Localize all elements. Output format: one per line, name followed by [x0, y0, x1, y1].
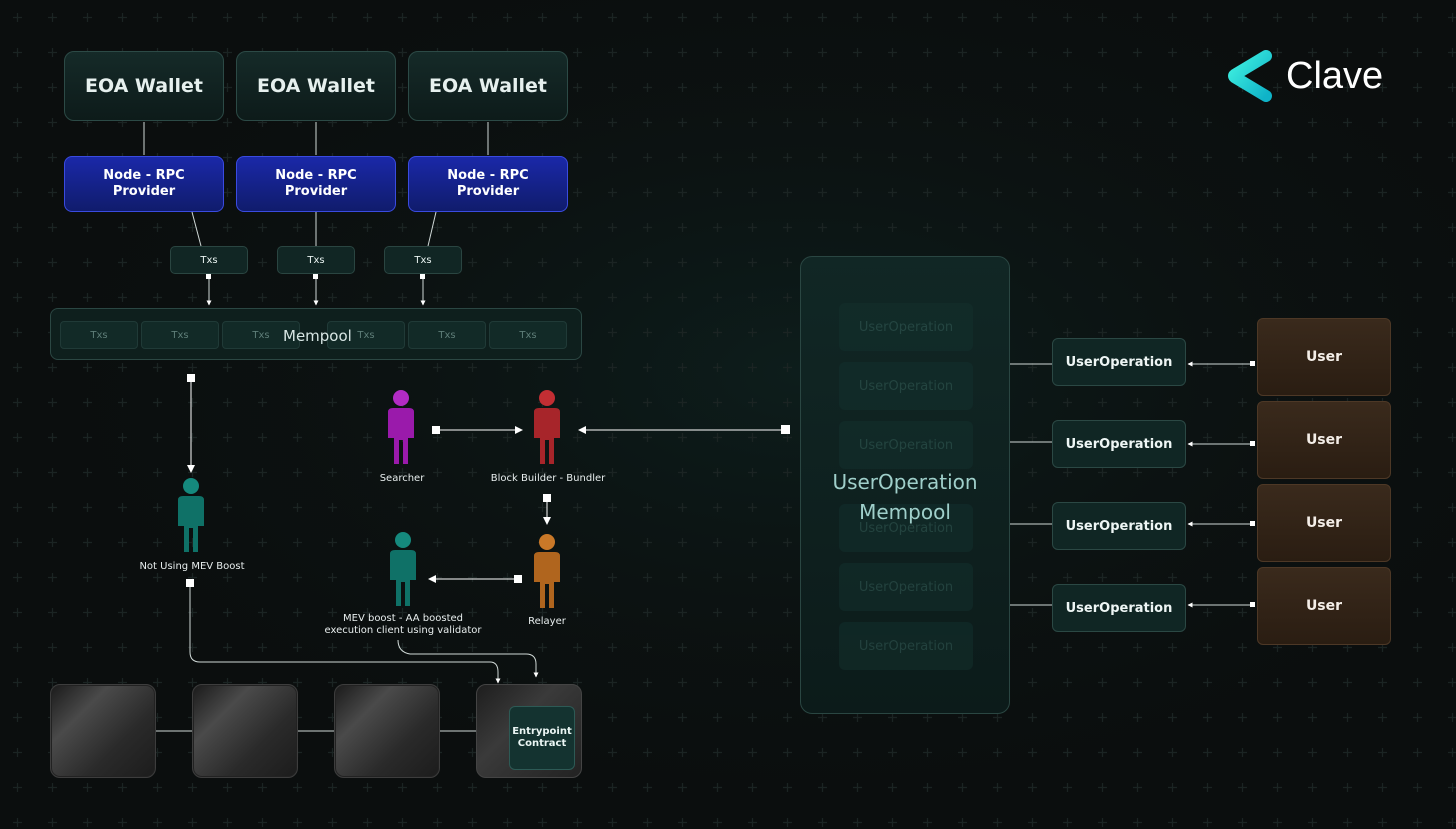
chain-block-entrypoint[interactable]: Entrypoint Contract	[476, 684, 582, 778]
userop-mempool-title: UserOperation Mempool	[832, 470, 978, 524]
searcher-label: Searcher	[379, 473, 425, 484]
not-mev-boost-label: Not Using MEV Boost	[139, 561, 245, 572]
mempool[interactable]: Txs Txs Txs Txs Txs Txs Mempool	[50, 308, 582, 360]
mempool-label: Mempool	[283, 327, 352, 345]
eoa-wallet-1[interactable]: EOA Wallet	[64, 51, 224, 121]
user-2[interactable]: User	[1257, 401, 1391, 479]
mempool-tx: Txs	[60, 321, 138, 349]
txs-box-1[interactable]: Txs	[170, 246, 248, 274]
mempool-tx: Txs	[222, 321, 300, 349]
entrypoint-contract[interactable]: Entrypoint Contract	[509, 706, 575, 770]
searcher-person-icon[interactable]	[384, 388, 418, 464]
txs-box-2[interactable]: Txs	[277, 246, 355, 274]
userop-faded: UserOperation	[839, 421, 973, 469]
mev-boost-person-icon[interactable]	[386, 530, 420, 606]
clave-chevron-logo-icon	[1228, 50, 1272, 102]
user-3[interactable]: User	[1257, 484, 1391, 562]
txs-box-3[interactable]: Txs	[384, 246, 462, 274]
chain-block-1[interactable]	[50, 684, 156, 778]
chain-block-2[interactable]	[192, 684, 298, 778]
userop-faded: UserOperation	[839, 504, 973, 552]
block-builder-label: Block Builder - Bundler	[490, 473, 606, 484]
clave-logo[interactable]: Clave	[1226, 50, 1383, 102]
block-builder-person-icon[interactable]	[530, 388, 564, 464]
userop-faded: UserOperation	[839, 362, 973, 410]
chain-block-3[interactable]	[334, 684, 440, 778]
userop-4[interactable]: UserOperation	[1052, 584, 1186, 632]
mempool-tx: Txs	[408, 321, 486, 349]
userop-faded: UserOperation	[839, 563, 973, 611]
mempool-tx: Txs	[141, 321, 219, 349]
user-1[interactable]: User	[1257, 318, 1391, 396]
userop-3[interactable]: UserOperation	[1052, 502, 1186, 550]
node-rpc-provider-3[interactable]: Node - RPC Provider	[408, 156, 568, 212]
userop-faded: UserOperation	[839, 622, 973, 670]
userop-2[interactable]: UserOperation	[1052, 420, 1186, 468]
node-rpc-provider-2[interactable]: Node - RPC Provider	[236, 156, 396, 212]
userop-mempool[interactable]: UserOperation UserOperation UserOperatio…	[800, 256, 1010, 714]
mempool-tx: Txs	[327, 321, 405, 349]
brand-name: Clave	[1286, 54, 1384, 97]
node-rpc-provider-1[interactable]: Node - RPC Provider	[64, 156, 224, 212]
userop-faded: UserOperation	[839, 303, 973, 351]
eoa-wallet-3[interactable]: EOA Wallet	[408, 51, 568, 121]
mev-boost-label: MEV boost - AA boosted execution client …	[324, 613, 482, 636]
relayer-label: Relayer	[528, 616, 566, 627]
eoa-wallet-2[interactable]: EOA Wallet	[236, 51, 396, 121]
mempool-tx: Txs	[489, 321, 567, 349]
user-4[interactable]: User	[1257, 567, 1391, 645]
not-mev-boost-person-icon[interactable]	[174, 476, 208, 552]
userop-1[interactable]: UserOperation	[1052, 338, 1186, 386]
relayer-person-icon[interactable]	[530, 532, 564, 608]
